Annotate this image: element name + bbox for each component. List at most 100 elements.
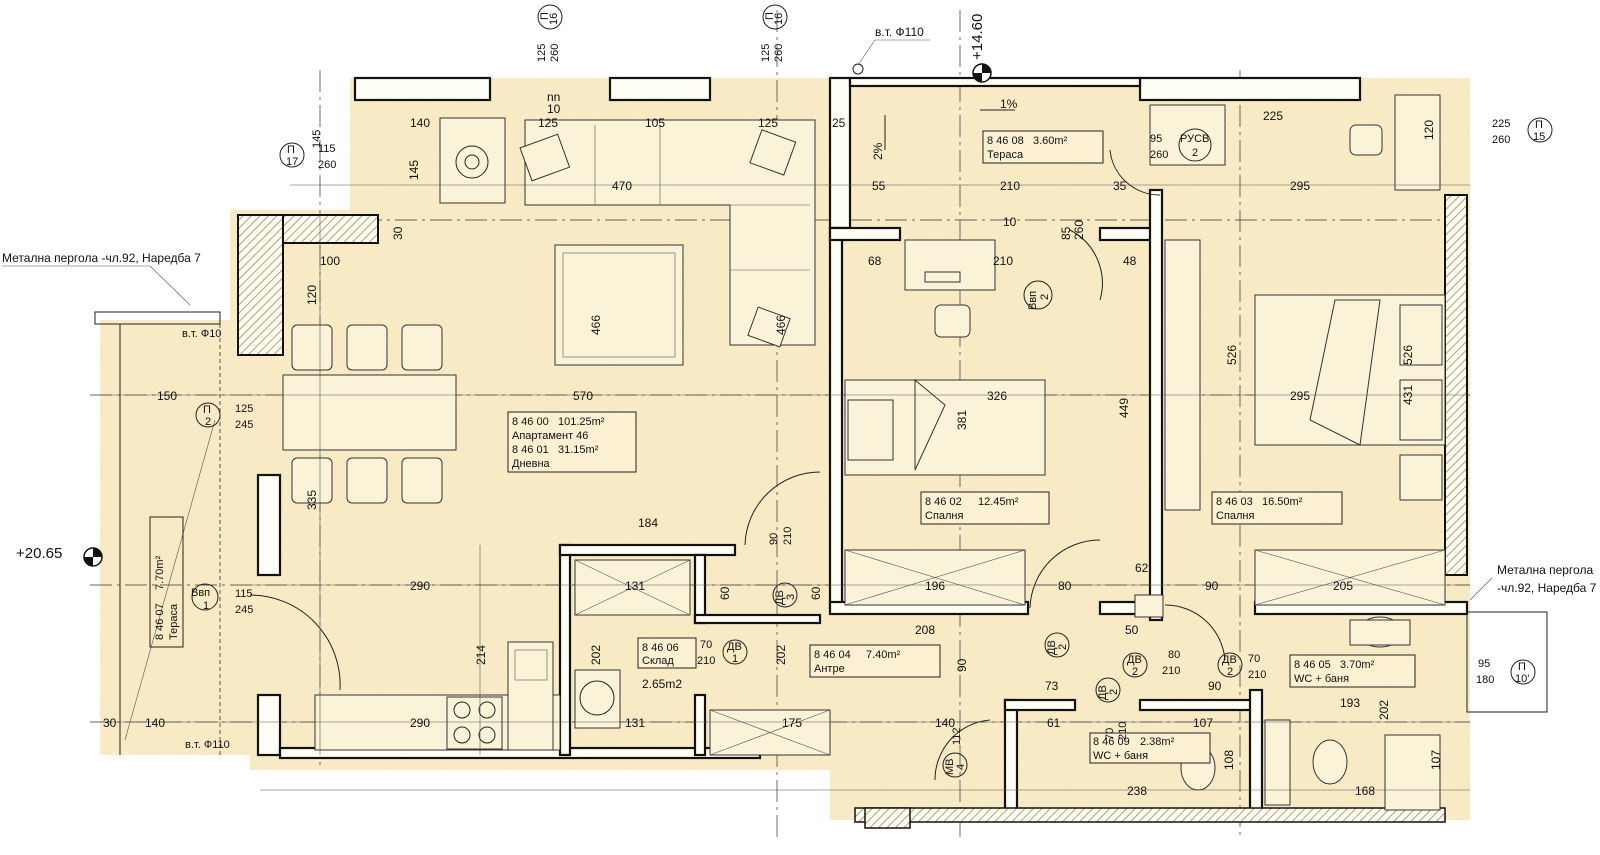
- opening-dv1-w: 70: [700, 639, 712, 651]
- terrace-left-area: 7.70m²: [154, 555, 166, 590]
- dim-184: 184: [638, 516, 658, 530]
- opening-p10-num: 10': [1515, 673, 1529, 685]
- wall-bath-3: [1138, 698, 1257, 712]
- wc-bath-name: WC + баня: [1294, 673, 1349, 685]
- bed-a-pillow: [847, 399, 894, 461]
- opening-dv2c-id: ДВ: [1097, 685, 1109, 700]
- dim-449: 449: [1117, 398, 1131, 418]
- bed-b-pillow-1: [1399, 304, 1443, 366]
- opening-p10-h: 180: [1476, 674, 1494, 686]
- opening-p10-id: П: [1518, 661, 1526, 673]
- opening-dv2d-id: ДВ: [1222, 654, 1237, 666]
- label-box-bedroom-b: [1211, 491, 1343, 525]
- chair-4: [291, 457, 333, 504]
- dim-10: 10: [1003, 215, 1017, 229]
- bed-b-pillow-2: [1399, 379, 1443, 441]
- dim-125a: 125: [538, 116, 558, 130]
- opening-dv2b-num: 2: [1057, 644, 1069, 650]
- dim-526a: 526: [1225, 345, 1239, 365]
- dim-85: 85: [1059, 226, 1073, 240]
- wall-bedA-top: [828, 226, 902, 242]
- living-area: 31.15m²: [558, 444, 599, 456]
- opening-rusv-num: 2: [1192, 147, 1198, 159]
- label-box-antre: [809, 644, 941, 678]
- opening-p16b-w: 125: [760, 44, 772, 62]
- terrace-top-name: Тераса: [987, 149, 1024, 161]
- label-box-terrace-top: [982, 130, 1104, 164]
- dim-168: 168: [1355, 784, 1375, 798]
- dim-260: 260: [1072, 220, 1086, 240]
- bedroom-a-code: 8 46 02: [925, 496, 962, 508]
- dim-107a: 107: [1193, 716, 1213, 730]
- opening-p2-h: 245: [235, 419, 253, 431]
- cushion-3: [747, 306, 791, 348]
- dim-25a: 25: [832, 116, 846, 130]
- opening-p16b-h: 260: [773, 44, 785, 62]
- opening-rusv-id: РУСВ: [1180, 133, 1209, 145]
- wc-bath-code: 8 46 05: [1294, 659, 1331, 671]
- dim-125b: 125: [758, 116, 778, 130]
- wardrobe-b-side: [1164, 239, 1201, 511]
- dimension-text: 140 125 105 125 25 470 466 466 100 120 1…: [103, 90, 1443, 798]
- dim-193: 193: [1340, 696, 1360, 710]
- toilet-1: [1312, 739, 1348, 785]
- coffee-table: [554, 244, 684, 366]
- dim-470: 470: [612, 179, 632, 193]
- opening-p17-w: 115: [318, 143, 336, 155]
- dim-48: 48: [1123, 254, 1137, 268]
- dim-326: 326: [987, 389, 1007, 403]
- lamp-circle: [455, 145, 489, 179]
- dim-238: 238: [1127, 784, 1147, 798]
- dim-35: 35: [1113, 179, 1127, 193]
- furniture: [282, 94, 1446, 811]
- dim-140b: 140: [145, 716, 165, 730]
- apartment-area: 101.25m²: [558, 416, 605, 428]
- slope-2: 2%: [871, 142, 885, 160]
- dim-225: 225: [1263, 109, 1283, 123]
- opening-dv2-id: ДВ: [1127, 654, 1142, 666]
- wall-left-column: [237, 214, 284, 356]
- opening-p16b-circle: [762, 4, 788, 30]
- wc-bath-area: 3.70m²: [1340, 659, 1375, 671]
- opening-dv1-num: 1: [732, 653, 738, 665]
- opening-bvn2-circle: [1023, 280, 1053, 310]
- opening-dv2c-h: 210: [1117, 722, 1129, 740]
- opening-bvn1-circle: [191, 583, 219, 611]
- dimension-lines: [100, 184, 1470, 791]
- dim-140c: 140: [935, 716, 955, 730]
- floor-fill: [100, 78, 1470, 820]
- opening-p10-w: 95: [1478, 658, 1490, 670]
- dim-466a: 466: [589, 315, 603, 335]
- dim-131b: 131: [625, 716, 645, 730]
- dim-295b: 295: [1290, 389, 1310, 403]
- dim-105: 105: [645, 116, 665, 130]
- dim-175: 175: [782, 716, 802, 730]
- chair-1: [291, 324, 333, 371]
- terrace-left-name: Тераса: [168, 603, 180, 640]
- opening-dv3-w: 90: [768, 533, 780, 545]
- cushion-2: [749, 129, 797, 176]
- dim-131a: 131: [625, 579, 645, 593]
- wall-top-3: [828, 76, 852, 230]
- dim-120: 120: [305, 285, 319, 305]
- opening-dv2c-num: 2: [1108, 689, 1120, 695]
- opening-rusv-h: 260: [1150, 149, 1168, 161]
- dim-60a: 60: [718, 586, 732, 600]
- terrace-top-desk: [1149, 104, 1226, 166]
- opening-p17-id: П: [287, 144, 295, 156]
- dim-107b: 107: [1429, 750, 1443, 770]
- wall-right: [1444, 194, 1468, 576]
- opening-p16a-w: 125: [536, 44, 548, 62]
- opening-dv2d-circle: [1217, 652, 1243, 678]
- opening-p16a-num: 16: [548, 13, 560, 25]
- opening-dv2b-circle: [1044, 632, 1070, 658]
- opening-bvn2-num: 2: [1039, 294, 1051, 300]
- dim-55: 55: [872, 179, 886, 193]
- opening-dv3-num: 3: [785, 594, 797, 600]
- wall-storage-mid: [693, 613, 822, 625]
- opening-p2-num: 2: [205, 416, 211, 428]
- dim-381: 381: [955, 410, 969, 430]
- wall-bedA-left: [828, 226, 844, 610]
- opening-p16b-id: П: [764, 12, 776, 20]
- dim-90a: 90: [1205, 579, 1219, 593]
